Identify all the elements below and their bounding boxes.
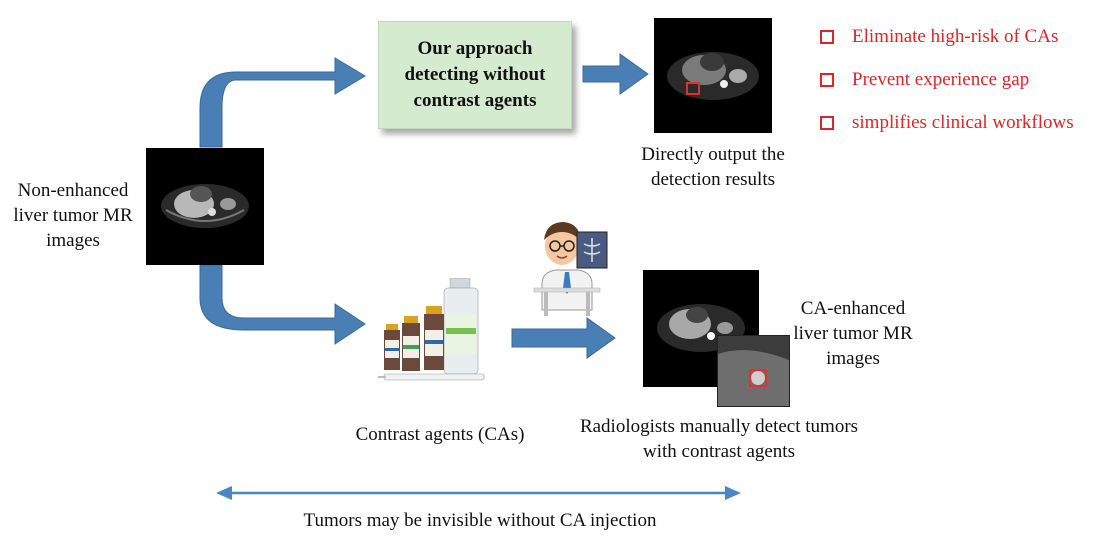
inset-highlight-box: [749, 369, 767, 387]
enhanced-label: CA-enhanced liver tumor MR images: [768, 296, 938, 371]
enhanced-mr-image: [643, 270, 759, 387]
square-bullet-icon: [820, 73, 834, 87]
contrast-agent-bottles: [378, 278, 485, 381]
detection-result-image: [654, 18, 772, 133]
approach-line-2: detecting without: [404, 64, 546, 85]
benefit-item-2: Prevent experience gap: [820, 67, 1029, 93]
footer-note: Tumors may be invisible without CA injec…: [303, 510, 657, 531]
approach-box: Our approach detecting without contrast …: [378, 21, 572, 129]
benefit-text-2: Prevent experience gap: [852, 69, 1030, 90]
benefit-item-1: Eliminate high-risk of CAs: [820, 24, 1058, 50]
radiologist-illustration: [533, 222, 608, 316]
input-label-line-1: Non-enhanced: [17, 180, 129, 201]
input-label-line-2: liver tumor MR: [13, 205, 133, 226]
radiologists-line-1: Radiologists manually detect tumors: [579, 416, 859, 437]
arrow-to-enhanced: [511, 317, 616, 359]
enhanced-label-line-2: liver tumor MR: [793, 323, 913, 344]
input-label: Non-enhanced liver tumor MR images: [0, 178, 146, 253]
square-bullet-icon: [820, 30, 834, 44]
curved-arrow-up: [199, 57, 366, 148]
approach-line-1: Our approach: [417, 38, 533, 59]
tumor-highlight-box: [686, 82, 700, 95]
direct-output-label: Directly output the detection results: [612, 142, 814, 192]
benefit-item-3: simplifies clinical workflows: [820, 110, 1074, 136]
approach-line-3: contrast agents: [413, 90, 537, 111]
double-arrow-right-head: [725, 486, 741, 500]
enhanced-label-line-1: CA-enhanced: [800, 298, 906, 319]
direct-output-line-2: detection results: [651, 169, 775, 190]
input-label-line-3: images: [46, 230, 100, 251]
enhanced-label-line-3: images: [826, 348, 880, 369]
double-arrow-left-head: [216, 486, 232, 500]
curved-arrow-down: [199, 264, 366, 345]
input-mr-image: [146, 148, 264, 265]
enhanced-inset-image: [717, 335, 790, 407]
benefit-text-1: Eliminate high-risk of CAs: [852, 26, 1059, 47]
arrow-to-result: [582, 53, 649, 95]
square-bullet-icon: [820, 116, 834, 130]
radiologists-line-2: with contrast agents: [643, 441, 795, 462]
contrast-agents-label: Contrast agents (CAs): [355, 424, 525, 445]
benefit-text-3: simplifies clinical workflows: [852, 112, 1074, 133]
direct-output-line-1: Directly output the: [641, 144, 785, 165]
radiologists-label: Radiologists manually detect tumors with…: [554, 414, 884, 464]
